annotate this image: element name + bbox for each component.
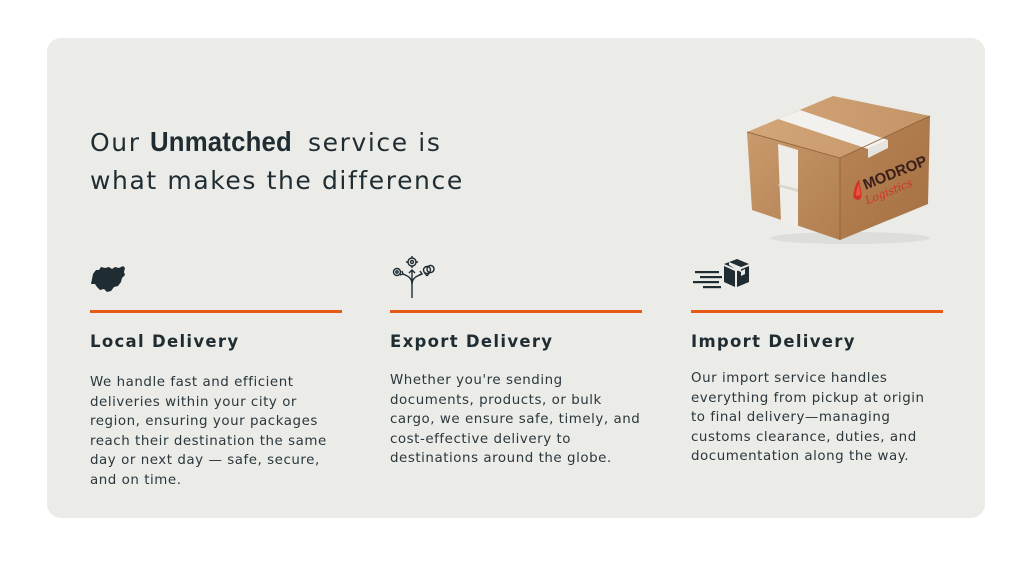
- package-box-illustration: MODROP Logistics: [740, 88, 940, 248]
- fast-box-icon: [693, 259, 749, 289]
- service-description: We handle fast and efficient deliveries …: [90, 375, 327, 488]
- headline-suffix: service is: [298, 128, 442, 157]
- nigeria-map-icon: [91, 266, 125, 292]
- service-title: Import Delivery: [691, 332, 856, 351]
- headline-emphasis: Unmatched: [150, 126, 293, 157]
- orange-divider: [390, 310, 642, 313]
- export-network-icon: [392, 256, 435, 298]
- headline-line2: what makes the difference: [90, 166, 464, 195]
- orange-divider: [90, 310, 342, 313]
- service-title: Export Delivery: [390, 332, 554, 351]
- orange-divider: [691, 310, 943, 313]
- headline-prefix: Our: [90, 128, 151, 157]
- headline: Our Unmatched service is what makes the d…: [90, 123, 610, 200]
- service-description: Our import service handles everything fr…: [691, 371, 925, 465]
- service-description: Whether you're sending documents, produc…: [390, 373, 641, 467]
- service-title: Local Delivery: [90, 332, 240, 351]
